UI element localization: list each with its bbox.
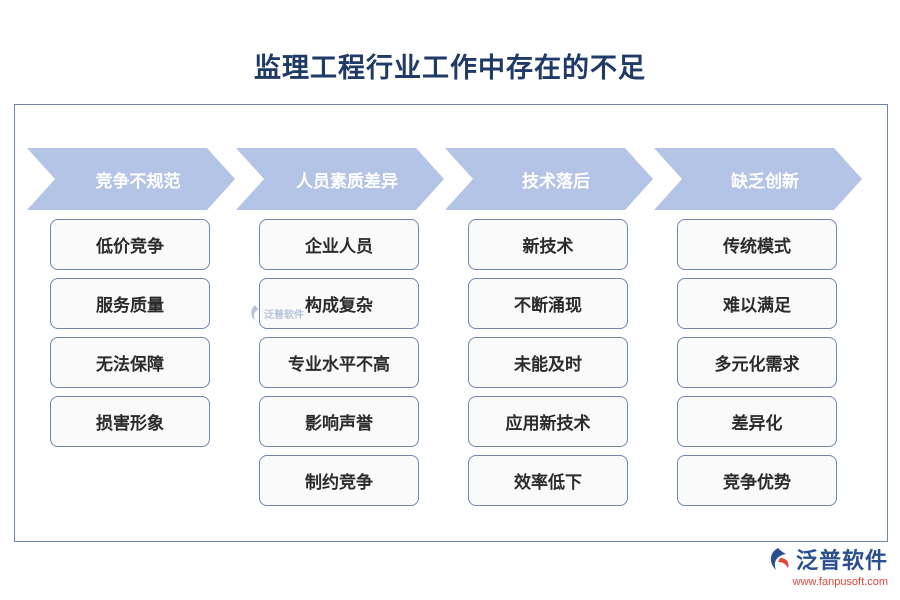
column-items: 传统模式 难以满足 多元化需求 差异化 竞争优势 <box>654 219 862 506</box>
column-items: 新技术 不断涌现 未能及时 应用新技术 效率低下 <box>445 219 653 506</box>
column-header: 缺乏创新 <box>654 148 862 210</box>
column-header: 人员素质差异 <box>236 148 444 210</box>
list-item: 企业人员 <box>259 219 419 270</box>
brand-url: www.fanpusoft.com <box>792 576 888 588</box>
list-item: 多元化需求 <box>677 337 837 388</box>
column-header-label: 技术落后 <box>522 171 590 192</box>
column-competition: 竞争不规范 低价竞争 服务质量 无法保障 损害形象 <box>27 148 235 455</box>
list-item: 传统模式 <box>677 219 837 270</box>
brand-logo: 泛普软件 www.fanpusoft.com <box>764 543 888 588</box>
list-item: 制约竞争 <box>259 455 419 506</box>
list-item: 未能及时 <box>468 337 628 388</box>
list-item: 效率低下 <box>468 455 628 506</box>
list-item: 差异化 <box>677 396 837 447</box>
list-item: 损害形象 <box>50 396 210 447</box>
column-header: 竞争不规范 <box>27 148 235 210</box>
list-item: 新技术 <box>468 219 628 270</box>
column-header-label: 缺乏创新 <box>731 171 799 192</box>
list-item: 专业水平不高 <box>259 337 419 388</box>
column-header-label: 竞争不规范 <box>95 171 181 192</box>
fanpu-logo-icon <box>251 305 259 321</box>
list-item: 影响声誉 <box>259 396 419 447</box>
list-item: 服务质量 <box>50 278 210 329</box>
watermark: 泛普软件 <box>248 304 304 322</box>
list-item: 不断涌现 <box>468 278 628 329</box>
watermark-text: 泛普软件 <box>264 309 304 321</box>
column-innovation: 缺乏创新 传统模式 难以满足 多元化需求 差异化 竞争优势 <box>654 148 862 514</box>
column-technology: 技术落后 新技术 不断涌现 未能及时 应用新技术 效率低下 <box>445 148 653 514</box>
column-items: 企业人员 构成复杂 专业水平不高 影响声誉 制约竞争 <box>236 219 444 506</box>
list-item: 应用新技术 <box>468 396 628 447</box>
list-item: 低价竞争 <box>50 219 210 270</box>
column-header-label: 人员素质差异 <box>296 171 398 192</box>
fanpu-logo-icon <box>770 548 789 570</box>
list-item: 竞争优势 <box>677 455 837 506</box>
column-personnel: 人员素质差异 企业人员 构成复杂 专业水平不高 影响声誉 制约竞争 <box>236 148 444 514</box>
list-item: 无法保障 <box>50 337 210 388</box>
column-header: 技术落后 <box>445 148 653 210</box>
list-item: 构成复杂 <box>259 278 419 329</box>
column-items: 低价竞争 服务质量 无法保障 损害形象 <box>27 219 235 447</box>
list-item: 难以满足 <box>677 278 837 329</box>
brand-name: 泛普软件 <box>795 549 888 574</box>
diagram-title: 监理工程行业工作中存在的不足 <box>254 53 646 84</box>
